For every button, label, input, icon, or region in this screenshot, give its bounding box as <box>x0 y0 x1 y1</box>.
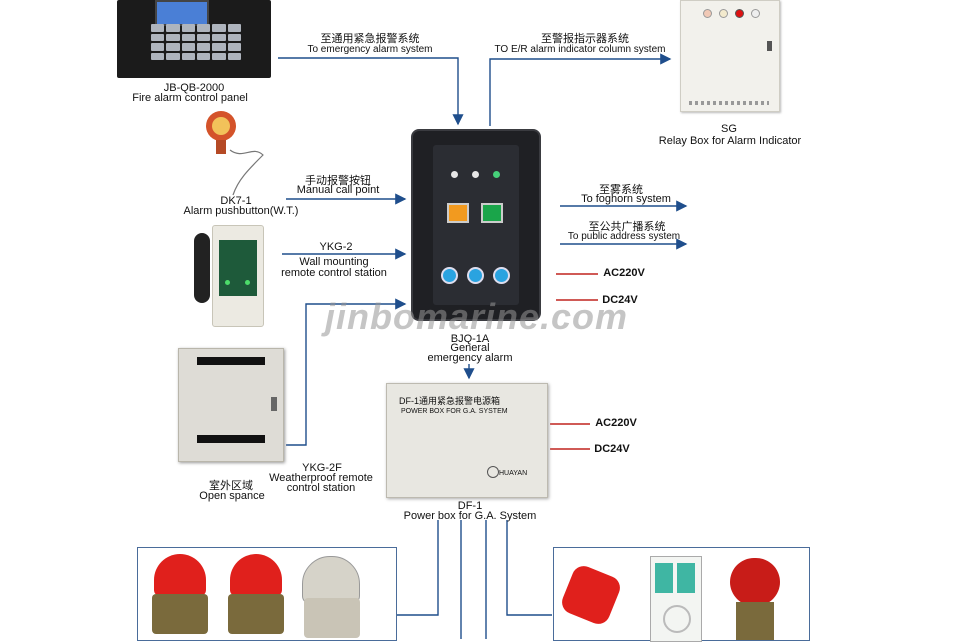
line-power-right-2 <box>506 520 552 616</box>
beacon-base <box>152 594 208 634</box>
beacon-light-icon <box>230 554 282 596</box>
main-alarm-model: BJQ-1A <box>450 333 490 345</box>
to-foghorn-cn: 至雾系统 <box>599 184 643 196</box>
station-panel <box>219 240 257 296</box>
manual-call-cn: 手动报警按钮 <box>305 175 371 187</box>
control-knob <box>493 267 510 284</box>
speaker-panel <box>677 563 695 593</box>
indicator-led <box>493 171 500 178</box>
relay-box <box>680 0 780 112</box>
panel-face <box>433 145 519 305</box>
alarm-button <box>447 203 469 223</box>
to-foghorn-en: To foghorn system <box>581 193 671 205</box>
open-space-en: Open spance <box>199 490 265 502</box>
fire-panel-model: JB-QB-2000 <box>163 82 225 94</box>
control-knob <box>441 267 458 284</box>
wall-station-line1: Wall mounting <box>299 256 369 268</box>
to-pa-en: To public address system <box>567 231 681 242</box>
open-space-cn: 室外区域 <box>209 480 253 492</box>
indicator-led <box>451 171 458 178</box>
to-er-cn: 至警报指示器系统 <box>541 33 629 45</box>
wall-mounting-station <box>212 225 264 327</box>
panel-display <box>155 0 209 26</box>
line-power-left-1 <box>397 520 439 616</box>
indicator-lamp <box>719 9 728 18</box>
speaker-panel <box>655 563 673 593</box>
general-emergency-alarm-panel <box>413 131 539 319</box>
logo-icon <box>487 466 499 478</box>
wall-station-model: YKG-2 <box>319 241 353 253</box>
to-pa-cn: 至公共广播系统 <box>588 221 666 233</box>
power-box: DF-1通用紧急报警电源箱 POWER BOX FOR G.A. SYSTEM … <box>386 383 548 498</box>
manual-call-en: Manual call point <box>296 184 380 196</box>
weatherproof-station <box>178 348 284 462</box>
ac-power-label-2: AC220V <box>595 417 637 429</box>
main-alarm-line2: emergency alarm <box>427 352 513 364</box>
watermark: jinbomarine.com <box>325 296 629 337</box>
relay-box-model: SG <box>721 123 737 135</box>
power-box-name: Power box for G.A. System <box>403 510 537 522</box>
horn-icon <box>730 558 780 606</box>
indicator-led <box>472 171 479 178</box>
status-led <box>245 280 250 285</box>
beacon-light-icon <box>154 554 206 596</box>
start-button <box>481 203 503 223</box>
main-alarm-line1: General <box>450 342 490 354</box>
cable <box>229 149 264 196</box>
terminal-strip <box>689 101 769 105</box>
control-knob <box>467 267 484 284</box>
fire-panel-name: Fire alarm control panel <box>132 92 248 104</box>
wall-station-line2: remote control station <box>281 267 387 279</box>
beacon-base <box>228 594 284 634</box>
horn-base <box>736 602 774 640</box>
relay-box-name: Relay Box for Alarm Indicator <box>658 135 802 147</box>
panel-keypad <box>151 24 241 60</box>
status-led <box>225 280 230 285</box>
power-box-brand: HUAYAN <box>499 470 528 477</box>
power-box-model: DF-1 <box>457 500 483 512</box>
weather-station-model: YKG-2F <box>302 462 342 474</box>
fire-alarm-control-panel <box>117 0 271 78</box>
bell-icon <box>302 556 360 604</box>
ac-power-label: AC220V <box>603 267 645 279</box>
weather-station-line1: Weatherproof remote <box>269 472 373 484</box>
handset-microphone <box>194 233 210 303</box>
indicator-lamp <box>735 9 744 18</box>
to-emergency-en: To emergency alarm system <box>307 44 433 55</box>
label-plate <box>197 435 265 443</box>
line-weather-station <box>286 298 407 446</box>
latch-icon <box>271 397 277 411</box>
call-point-name: Alarm pushbutton(W.T.) <box>183 205 299 217</box>
to-er-en: TO E/R alarm indicator column system <box>494 44 666 55</box>
bell-base <box>304 598 360 638</box>
power-box-panel-en: POWER BOX FOR G.A. SYSTEM <box>401 408 508 415</box>
call-point-device <box>206 111 236 154</box>
sounder-icon <box>558 562 624 628</box>
line-emergency <box>278 57 464 126</box>
indicator-lamp <box>751 9 760 18</box>
call-point-model: DK7-1 <box>220 195 252 207</box>
dc-power-label: DC24V <box>602 294 638 306</box>
power-box-panel-cn: DF-1通用紧急报警电源箱 <box>399 396 501 406</box>
dc-power-label-2: DC24V <box>594 443 630 455</box>
line-er <box>489 53 672 126</box>
signal-devices-group-right <box>553 547 810 642</box>
signal-devices-group-left <box>137 547 397 641</box>
speaker-icon <box>650 556 702 642</box>
to-emergency-cn: 至通用紧急报警系统 <box>320 33 420 45</box>
speaker-grille <box>663 605 691 633</box>
weather-station-line2: control station <box>286 482 356 494</box>
lock-icon <box>767 41 772 51</box>
indicator-lamp <box>703 9 712 18</box>
label-plate <box>197 357 265 365</box>
